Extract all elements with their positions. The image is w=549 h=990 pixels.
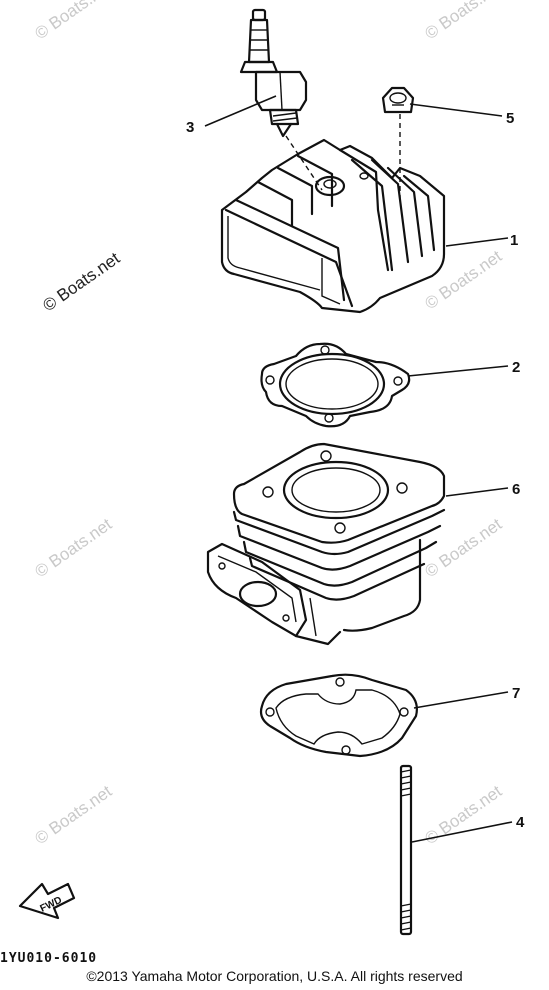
callout-nut[interactable]: 5 <box>506 110 514 127</box>
callout-stud-bolt[interactable]: 4 <box>516 814 525 831</box>
watermark: © Boats.net <box>39 248 123 315</box>
plug-guide-line <box>285 135 323 191</box>
copyright-notice: ©2013 Yamaha Motor Corporation, U.S.A. A… <box>86 968 463 984</box>
callout-spark-plug[interactable]: 3 <box>186 119 194 136</box>
watermark: © Boats.net <box>31 0 115 43</box>
callout-cylinder[interactable]: 6 <box>512 481 520 498</box>
nut[interactable] <box>381 86 415 114</box>
forward-arrow-icon: FWD <box>18 882 76 920</box>
base-gasket[interactable] <box>259 673 418 758</box>
watermark: © Boats.net <box>31 781 115 848</box>
leader-lines <box>204 95 513 843</box>
watermark-group: © Boats.net © Boats.net © Boats.net © Bo… <box>31 0 505 848</box>
cylinder-head[interactable] <box>220 138 446 314</box>
cylinder[interactable] <box>206 442 446 646</box>
watermark: © Boats.net <box>31 514 115 581</box>
diagram-code: 1YU010-6010 <box>0 951 97 966</box>
callout-head-gasket[interactable]: 2 <box>512 359 520 376</box>
callout-base-gasket[interactable]: 7 <box>512 685 520 702</box>
stud-bolt[interactable] <box>399 764 413 936</box>
head-gasket[interactable] <box>260 342 411 428</box>
watermark: © Boats.net <box>421 246 505 313</box>
callout-cylinder-head[interactable]: 1 <box>510 232 518 249</box>
spark-plug[interactable] <box>239 8 308 138</box>
fwd-label: FWD <box>38 895 63 915</box>
watermark: © Boats.net <box>421 514 505 581</box>
watermark: © Boats.net <box>421 0 505 43</box>
